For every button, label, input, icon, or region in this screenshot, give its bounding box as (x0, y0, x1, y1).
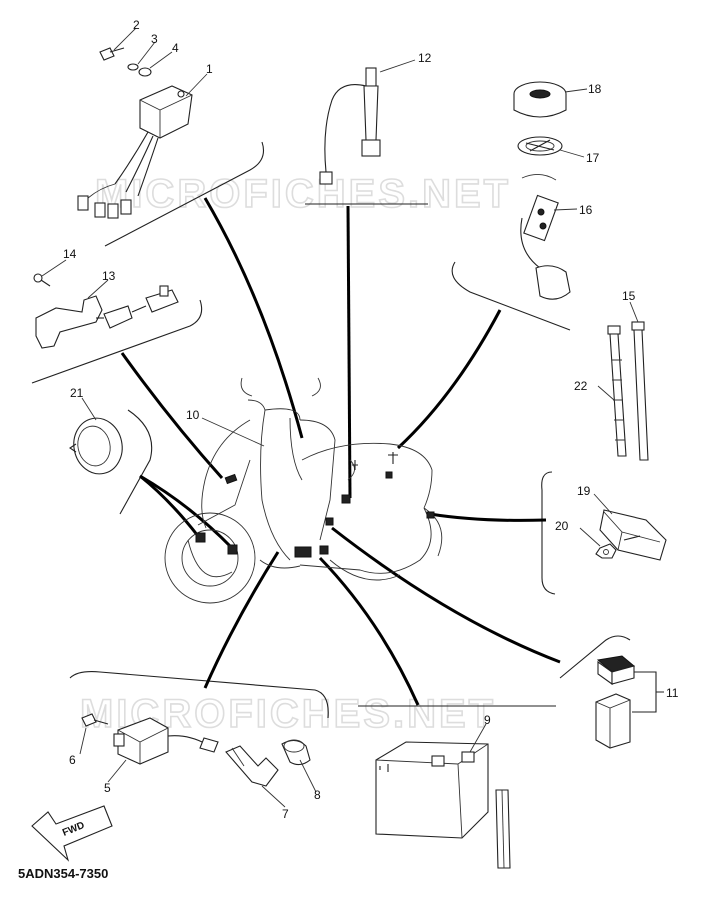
nut-part-20 (595, 543, 617, 559)
fuse-box-part-11b (595, 693, 631, 749)
callout-20: 20 (555, 519, 569, 533)
callout-18: 18 (588, 82, 602, 96)
bracket-cdi-group (104, 141, 265, 247)
leader-cap-b (139, 474, 234, 550)
washer-part-3 (127, 63, 139, 71)
callout-brace-11 (632, 671, 664, 713)
fuel-cap-part-18 (513, 81, 567, 118)
callout-16: 16 (579, 203, 593, 217)
ignition-coil-part-5 (113, 717, 219, 765)
figure-code: 5ADN354-7350 (18, 866, 108, 881)
fuel-sender-part-16 (520, 174, 571, 300)
battery-part-9 (375, 741, 511, 869)
callout-2: 2 (133, 18, 140, 32)
bracket-cap-group (119, 409, 153, 515)
cdi-unit-part-1 (77, 85, 193, 219)
bracket-relay-group (31, 299, 203, 384)
cable-tie-part-22 (607, 325, 627, 457)
bracket-rectifier-group (541, 471, 556, 595)
plug-cap-part-7 (225, 745, 279, 787)
callout-5: 5 (104, 781, 111, 795)
leader-fuse (331, 526, 561, 664)
screw-part-14 (33, 273, 51, 287)
callout-19: 19 (577, 484, 591, 498)
callout-12: 12 (418, 51, 432, 65)
boot-part-8 (281, 739, 311, 766)
leader-coil (203, 551, 280, 689)
leader-rectifier (429, 512, 547, 522)
callout-17: 17 (586, 151, 600, 165)
leader-fuel (396, 309, 502, 450)
bolt-part-6 (81, 713, 109, 727)
sensor-part-12 (319, 67, 381, 185)
callout-leaders (41, 27, 639, 808)
callout-11: 11 (666, 686, 679, 700)
relay-part-13 (35, 285, 179, 349)
washer-part-4 (138, 67, 152, 77)
bracket-fuse-group (559, 635, 631, 679)
callout-15: 15 (622, 289, 636, 303)
callout-7: 7 (282, 807, 289, 821)
callout-22: 22 (574, 379, 588, 393)
callout-13: 13 (102, 269, 116, 283)
callout-3: 3 (151, 32, 158, 46)
gasket-part-17 (517, 136, 563, 156)
leader-cdi (203, 197, 304, 439)
cap-part-21 (69, 417, 123, 475)
leader-cap-a (139, 474, 200, 537)
forward-arrow-icon: FWD (31, 805, 113, 862)
fuse-cover-part-11a (596, 655, 636, 686)
callout-6: 6 (69, 753, 76, 767)
callout-8: 8 (314, 788, 321, 802)
callout-1: 1 (206, 62, 213, 76)
callout-21: 21 (70, 386, 84, 400)
rectifier-part-19 (599, 509, 667, 561)
callout-9: 9 (484, 713, 491, 727)
cable-tie-part-15 (631, 321, 649, 461)
callout-10: 10 (186, 408, 200, 422)
watermark-top: MICROFICHES.NET (95, 172, 511, 216)
bracket-fuel-group (451, 261, 571, 331)
callout-4: 4 (172, 41, 179, 55)
bolt-part-2 (99, 47, 125, 61)
leader-relay (120, 352, 224, 480)
leader-battery (318, 556, 420, 706)
leader-sensor (346, 205, 352, 499)
scooter-outline (164, 377, 443, 604)
callout-14: 14 (63, 247, 77, 261)
